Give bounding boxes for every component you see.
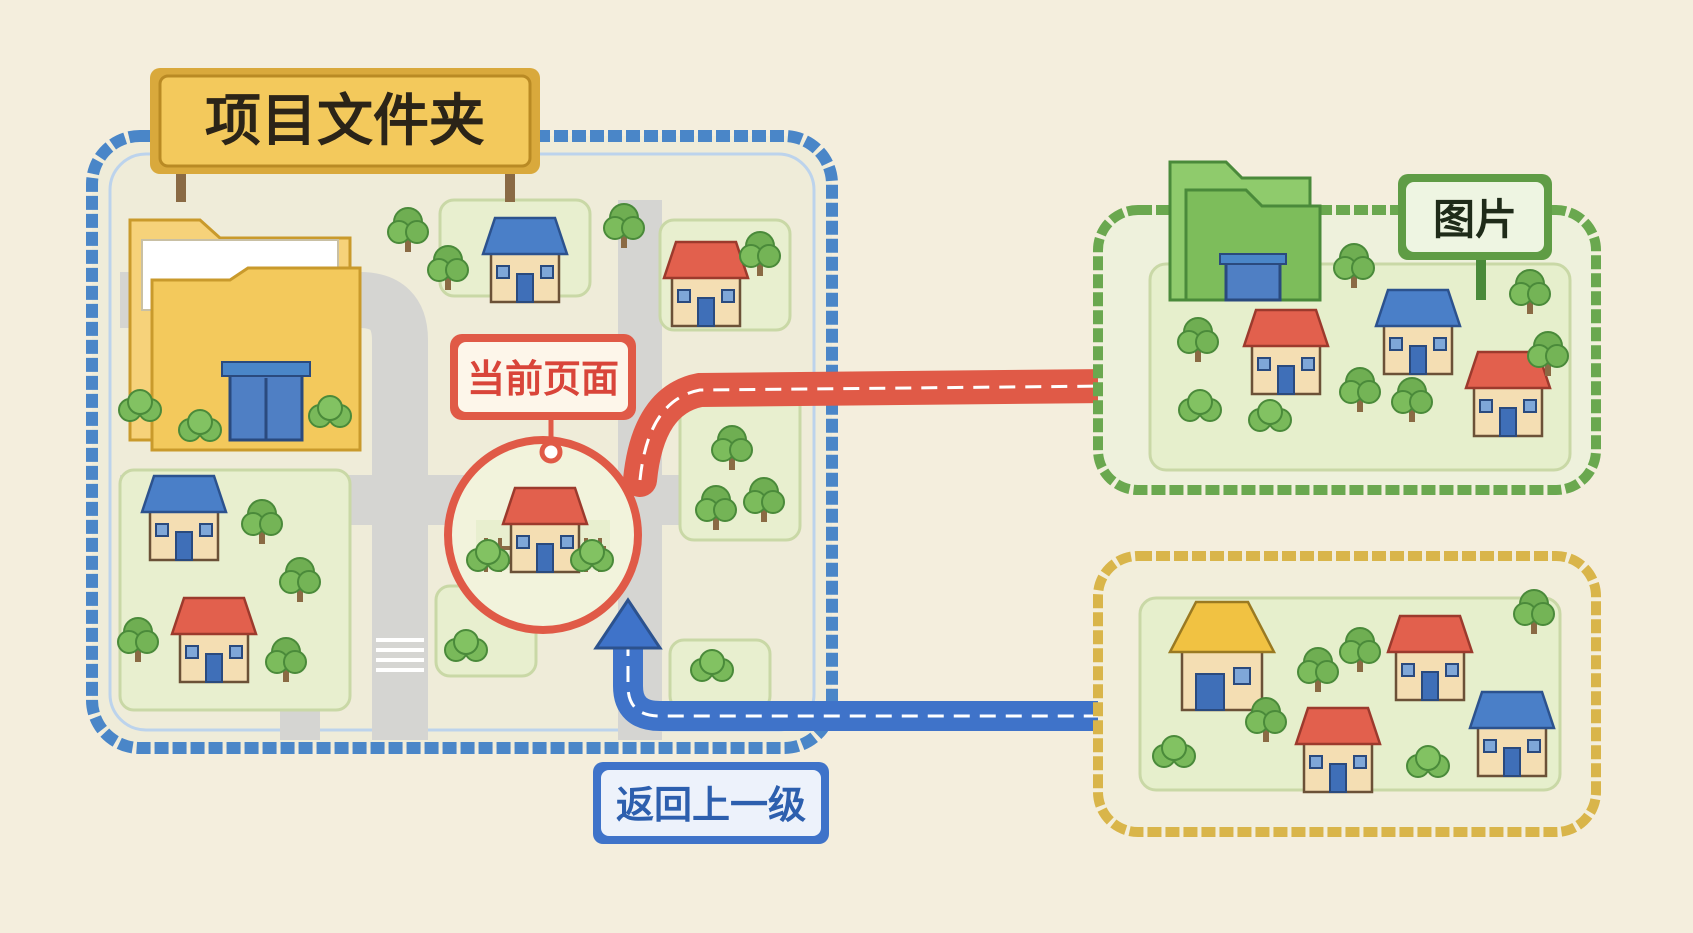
images-label: 图片 <box>1433 195 1517 244</box>
images-district: 图片 <box>1093 160 1601 495</box>
back-up-label: 返回上一级 <box>616 783 806 827</box>
sibling-folder-district <box>1093 551 1601 837</box>
project-folder-label: 项目文件夹 <box>205 89 485 154</box>
current-page-sign: 当前页面 <box>450 334 636 420</box>
back-up-sign: 返回上一级 <box>593 762 829 844</box>
images-sign: 图片 <box>1398 174 1552 260</box>
project-folder-district: 项目文件夹 <box>86 68 838 754</box>
current-page-marker: 当前页面 <box>444 334 642 634</box>
blue-back-arrow: 返回上一级 <box>593 597 1171 844</box>
folder-icon <box>128 218 362 452</box>
current-page-label: 当前页面 <box>467 357 619 401</box>
folder-icon <box>1168 160 1322 302</box>
project-folder-sign: 项目文件夹 <box>150 68 540 174</box>
